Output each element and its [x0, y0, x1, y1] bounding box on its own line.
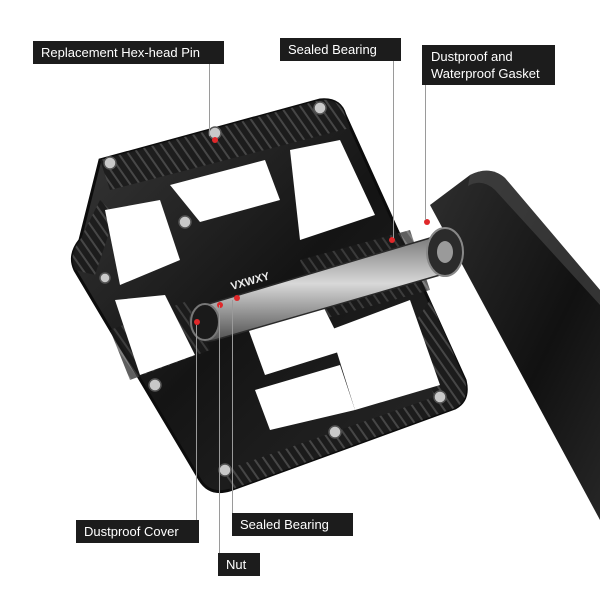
leader-line-nut — [219, 305, 220, 553]
leader-line-sealed-bearing-bottom — [232, 300, 233, 515]
label-hex-pin: Replacement Hex-head Pin — [33, 41, 224, 64]
label-gasket: Dustproof and Waterproof Gasket — [422, 45, 555, 85]
hex-pin-8 — [328, 425, 342, 439]
leader-line-dustproof-cover — [196, 325, 197, 520]
leader-line-sealed-bearing-top — [393, 58, 394, 238]
label-sealed-bearing-top: Sealed Bearing — [280, 38, 401, 61]
axle-spindle — [188, 227, 464, 342]
hex-pin-7 — [433, 390, 447, 404]
label-dustproof-cover: Dustproof Cover — [76, 520, 199, 543]
hex-pin-9 — [218, 463, 232, 477]
pedal-body — [70, 98, 468, 494]
label-nut: Nut — [218, 553, 260, 576]
hex-pin-2 — [313, 101, 327, 115]
label-sealed-bearing-bottom: Sealed Bearing — [232, 513, 353, 536]
leader-line-gasket — [425, 85, 426, 220]
crank-arm — [430, 170, 600, 521]
hex-pin-5 — [148, 378, 162, 392]
hex-pin-3 — [103, 156, 117, 170]
leader-line-hex-pin — [209, 61, 210, 136]
hex-pin-6 — [99, 272, 111, 284]
marker-dots — [194, 137, 430, 325]
hex-pin-4 — [178, 215, 192, 229]
hex-pins — [99, 101, 447, 477]
